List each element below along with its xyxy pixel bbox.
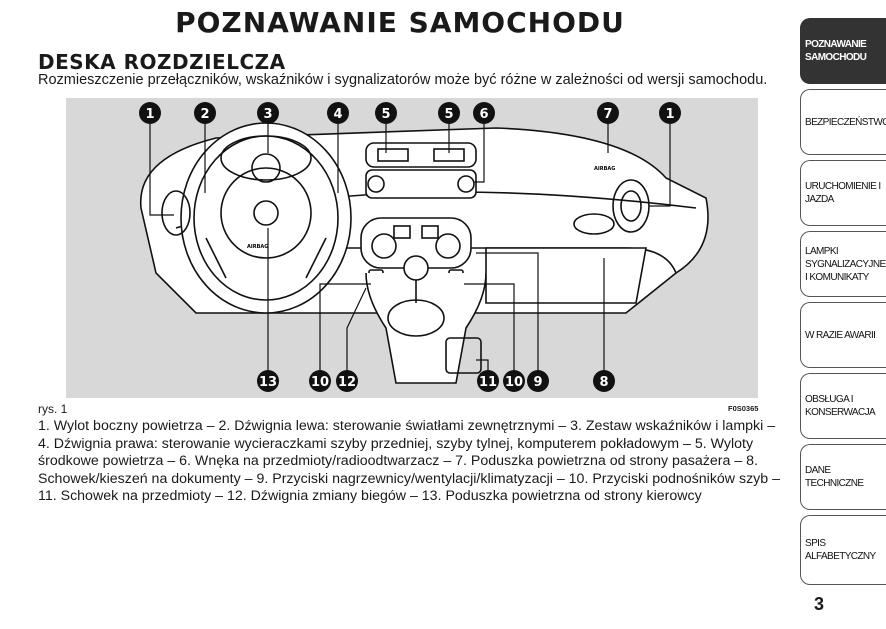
page-number: 3 [814,594,825,614]
callout-12: 12 [336,370,358,392]
svg-text:5: 5 [381,107,390,122]
figure-code: F0S0365 [728,404,759,413]
tab-obsluga-i-konserwacja[interactable]: OBSŁUGA I KONSERWACJA [800,373,886,439]
passenger-airbag-text: AIRBAG [594,166,615,172]
svg-text:5: 5 [444,107,453,122]
svg-text:8: 8 [599,375,608,390]
figure-label: rys. 1 [38,402,68,416]
tab-lampki-sygnalizacyjne[interactable]: LAMPKI SYGNALIZACYJNE I KOMUNIKATY [800,231,886,297]
callout-7: 7 [597,102,619,124]
callout-5-right: 5 [438,102,460,124]
callout-8: 8 [593,370,615,392]
dashboard-illustration: AIRBAG AIRBAG 1 2 3 [139,102,709,392]
svg-text:11: 11 [479,375,497,390]
section-subtitle: Rozmieszczenie przełączników, wskaźników… [38,72,768,88]
svg-text:1: 1 [145,107,154,122]
callout-9: 9 [527,370,549,392]
tab-spis-alfabetyczny[interactable]: SPIS ALFABETYCZNY [800,515,886,585]
page-title: POZNAWANIE SAMOCHODU [175,6,625,39]
callout-5-left: 5 [375,102,397,124]
svg-text:4: 4 [333,107,342,122]
svg-text:12: 12 [338,375,356,390]
svg-text:7: 7 [603,107,612,122]
svg-text:6: 6 [479,107,488,122]
callout-3: 3 [257,102,279,124]
section-title: DESKA ROZDZIELCZA [38,50,286,74]
callout-10-left: 10 [309,370,331,392]
tab-dane-techniczne[interactable]: DANE TECHNICZNE [800,444,886,510]
tab-bezpieczenstwo[interactable]: BEZPIECZEŃSTWO [800,89,886,155]
callout-6: 6 [473,102,495,124]
tab-uruchomienie-i-jazda[interactable]: URUCHOMIENIE I JAZDA [800,160,886,226]
svg-text:13: 13 [259,375,277,390]
callout-1-left: 1 [139,102,161,124]
dashboard-figure: AIRBAG AIRBAG 1 2 3 [66,98,758,398]
tab-w-razie-awarii[interactable]: W RAZIE AWARII [800,302,886,368]
svg-text:2: 2 [200,107,209,122]
callout-10-right: 10 [503,370,525,392]
svg-text:9: 9 [533,375,542,390]
svg-text:1: 1 [665,107,674,122]
figure-caption: 1. Wylot boczny powietrza – 2. Dźwignia … [38,418,780,505]
svg-text:3: 3 [263,107,272,122]
tab-poznawanie-samochodu[interactable]: POZNAWANIE SAMOCHODU [800,18,886,84]
callout-1-right: 1 [659,102,681,124]
callout-4: 4 [327,102,349,124]
callout-2: 2 [194,102,216,124]
callout-11: 11 [477,370,499,392]
svg-text:10: 10 [505,375,523,390]
svg-text:10: 10 [311,375,329,390]
callout-13: 13 [257,370,279,392]
steering-wheel-airbag-text: AIRBAG [247,244,268,250]
